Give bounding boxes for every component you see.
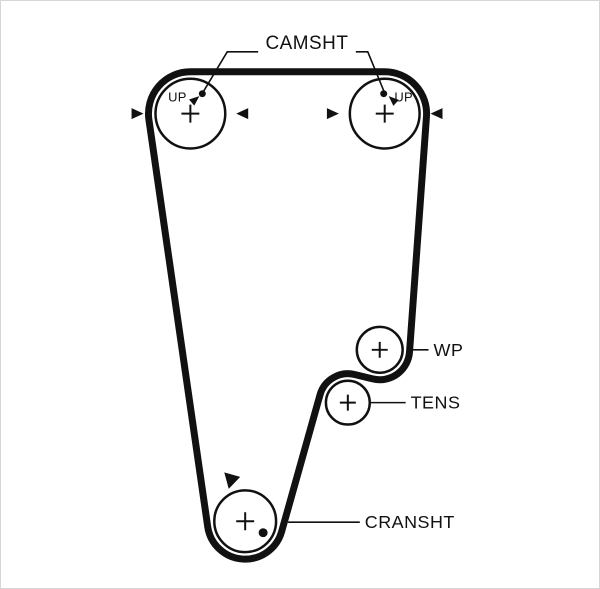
camshaft-label: CAMSHT bbox=[266, 33, 349, 54]
tensioner-label: TENS bbox=[411, 393, 461, 413]
crankshaft-label: CRANSHT bbox=[365, 512, 455, 532]
left-cam-center-cross-icon bbox=[181, 104, 200, 123]
right-cam-inner-arrow-icon bbox=[326, 108, 339, 120]
left-up-arrow-icon bbox=[189, 96, 200, 106]
crank-rotation-arrow-icon bbox=[224, 472, 241, 489]
crankshaft-center-cross-icon bbox=[236, 512, 255, 531]
left-cam-outer-arrow-icon bbox=[131, 108, 144, 120]
crankshaft-timing-dot bbox=[258, 528, 268, 538]
water-pump-label: WP bbox=[434, 340, 464, 360]
timing-belt-path bbox=[144, 68, 431, 563]
camshaft-leader-left bbox=[202, 51, 259, 93]
right-cam-center-cross-icon bbox=[375, 104, 394, 123]
right-cam-timing-dot bbox=[380, 90, 388, 98]
left-cam-timing-dot bbox=[198, 90, 206, 98]
left-cam-up-label: UP bbox=[168, 90, 187, 105]
right-cam-up-label: UP bbox=[394, 90, 413, 105]
right-up-arrow-icon bbox=[388, 96, 399, 106]
left-cam-inner-arrow-icon bbox=[236, 108, 249, 120]
right-cam-outer-arrow-icon bbox=[430, 108, 443, 120]
water-pump-center-cross-icon bbox=[371, 341, 388, 358]
tensioner-center-cross-icon bbox=[339, 394, 356, 411]
camshaft-leader-right bbox=[355, 51, 385, 91]
